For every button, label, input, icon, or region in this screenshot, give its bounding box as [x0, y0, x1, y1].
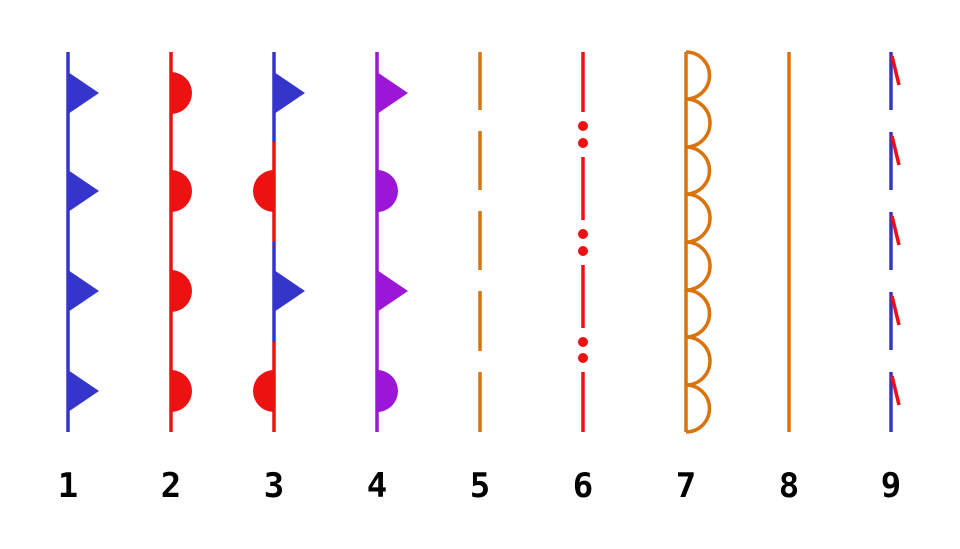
symbol-label-1: 1	[57, 466, 79, 506]
symbol-label-6: 6	[572, 466, 594, 506]
outflow-boundary-symbol	[889, 52, 901, 432]
dot	[578, 138, 588, 148]
dot	[578, 229, 588, 239]
triangle-pip	[377, 72, 408, 114]
symbol-label-2: 2	[160, 466, 182, 506]
symbol-label-9: 9	[880, 466, 902, 506]
semicircle-pip	[253, 370, 274, 412]
symbol-label-3: 3	[263, 466, 285, 506]
triangle-pip	[68, 270, 99, 312]
squall-line-symbol	[578, 52, 588, 432]
semicircle-pip	[171, 170, 192, 212]
triangle-pip	[68, 370, 99, 412]
cold-front-symbol	[66, 52, 99, 432]
semicircle-pip	[377, 370, 398, 412]
symbol-label-7: 7	[675, 466, 697, 506]
dry-line-symbol	[684, 50, 712, 434]
triangle-pip	[274, 72, 305, 114]
triangle-pip	[274, 270, 305, 312]
occluded-front-symbol	[375, 52, 408, 432]
symbol-label-8: 8	[778, 466, 800, 506]
semicircle-pip	[171, 72, 192, 114]
triangle-pip	[68, 170, 99, 212]
symbol-label-4: 4	[366, 466, 388, 506]
tick-mark	[890, 215, 901, 246]
triangle-pip	[377, 270, 408, 312]
symbol-label-5: 5	[469, 466, 491, 506]
stationary-front-symbol	[253, 52, 305, 432]
triangle-pip	[68, 72, 99, 114]
semicircle-pip	[171, 370, 192, 412]
warm-front-symbol	[169, 52, 192, 432]
tick-mark	[890, 375, 901, 406]
tick-mark	[890, 135, 901, 166]
dot	[578, 121, 588, 131]
semicircle-pip	[377, 170, 398, 212]
tick-mark	[890, 295, 901, 326]
dot	[578, 353, 588, 363]
semicircle-pip	[253, 170, 274, 212]
dot	[578, 246, 588, 256]
semicircle-pip	[171, 270, 192, 312]
tick-mark	[890, 55, 901, 86]
scallop-chain	[685, 50, 712, 434]
dot	[578, 337, 588, 347]
